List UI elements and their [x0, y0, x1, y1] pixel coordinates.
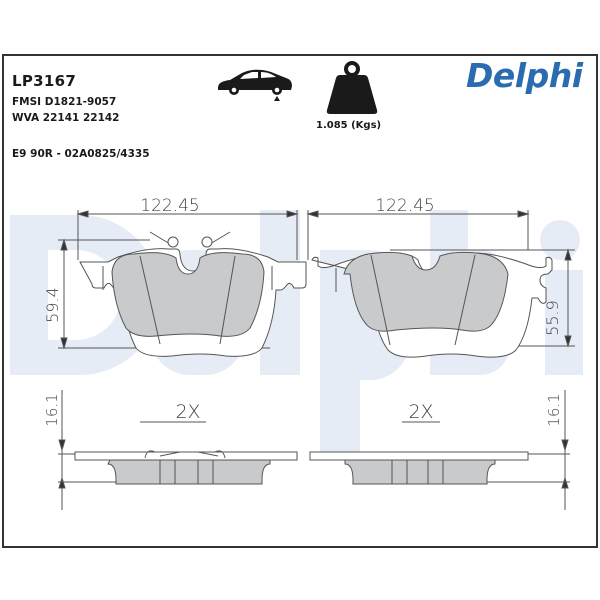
weight-label: 1.085 (Kgs) [316, 120, 382, 131]
left-quantity: 2X [175, 401, 200, 423]
left-width-dim: 122.45 [140, 196, 199, 216]
weight-icon [326, 61, 378, 114]
right-height-dim: 55.9 [543, 300, 562, 336]
wva-number: WVA 22141 22142 [12, 112, 120, 124]
right-quantity: 2X [408, 401, 433, 423]
left-height-dim: 59.4 [43, 287, 62, 323]
car-axle-rear-icon [218, 69, 292, 101]
right-thickness-dim: 16.1 [545, 393, 563, 426]
right-width-dim: 122.45 [375, 196, 434, 216]
product-code: LP3167 [12, 72, 77, 90]
ece-approval: E9 90R - 02A0825/4335 [12, 148, 150, 160]
fmsi-number: FMSI D1821-9057 [12, 96, 117, 108]
brake-pad-drawing: 122.45 122.45 59.4 55.9 2X 2X 16.1 16.1 [43, 196, 575, 510]
brand-logo: Delphi [466, 56, 583, 95]
left-thickness-dim: 16.1 [43, 393, 61, 426]
product-sheet-frame: LP3167 FMSI D1821-9057 WVA 22141 22142 E… [2, 54, 598, 548]
